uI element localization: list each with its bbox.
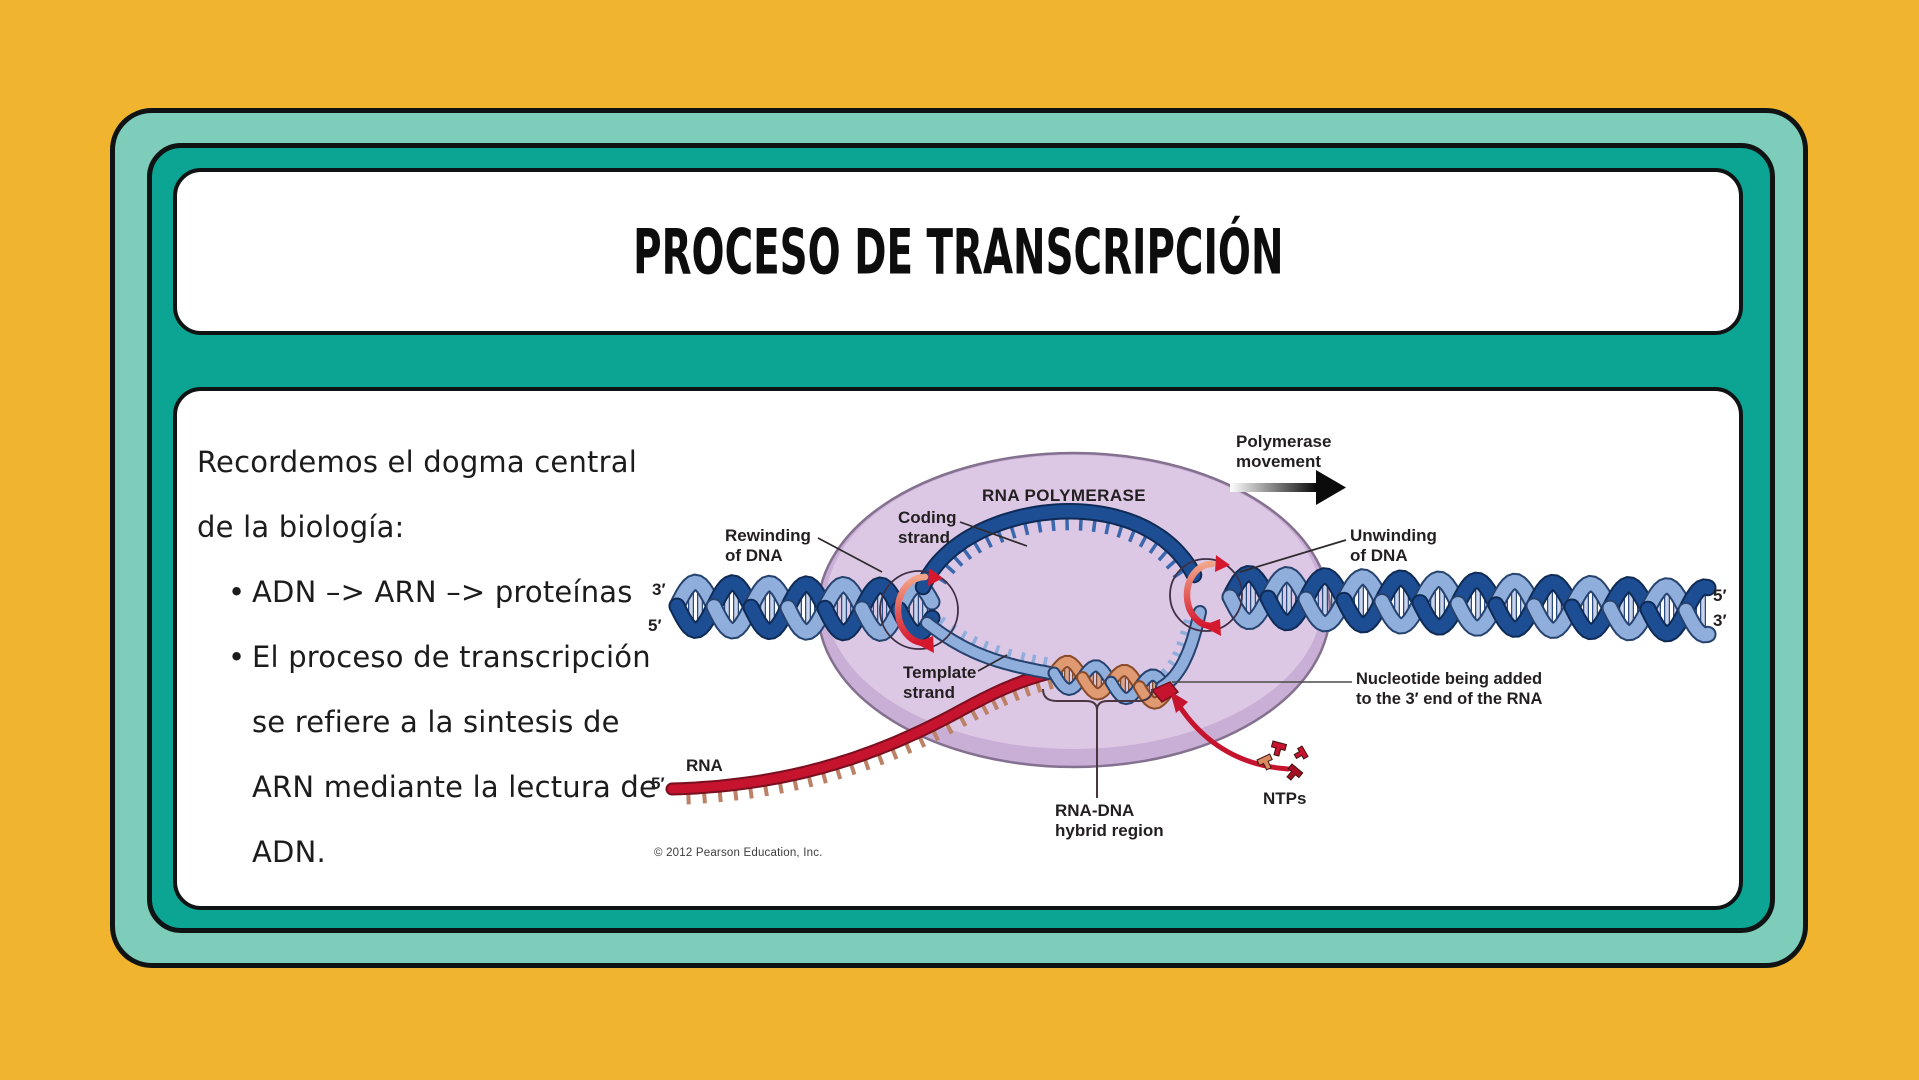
rewinding-circle <box>879 570 959 650</box>
polymerase-ellipse <box>816 451 1332 769</box>
ntp-arrow <box>1170 691 1291 772</box>
label-rewinding: Rewinding of DNA <box>725 526 811 565</box>
polymerase-movement-arrow <box>1230 470 1346 505</box>
title-card: PROCESO DE TRANSCRIPCIÓN <box>173 168 1743 335</box>
bullet-item: •El proceso de transcripción <box>197 625 657 690</box>
template-pointer-line <box>977 654 1008 672</box>
label-polymerase-movement: Polymerase movement <box>1236 432 1332 471</box>
label-template-strand: Template strand <box>903 663 977 702</box>
label-dna-5-right: 5′ <box>1713 586 1727 605</box>
bullet-text: El proceso de transcripción <box>252 640 651 674</box>
bullet-text-continued: ARN mediante la lectura de <box>252 770 658 804</box>
rotation-arrow-left <box>894 568 943 653</box>
intro-line: Recordemos el dogma central <box>197 445 637 479</box>
rotation-arrow-right <box>1183 555 1230 636</box>
label-ntps: NTPs <box>1263 789 1307 808</box>
label-nucleotide-added: Nucleotide being added to the 3′ end of … <box>1356 670 1543 708</box>
page-title: PROCESO DE TRANSCRIPCIÓN <box>632 214 1284 289</box>
new-nucleotide-tip <box>1150 681 1180 703</box>
bullet-text-continued: ADN. <box>252 835 326 869</box>
label-dna-3-right: 3′ <box>1713 611 1727 630</box>
coding-pointer-line <box>959 521 1028 547</box>
label-hybrid-region: RNA-DNA hybrid region <box>1055 801 1164 840</box>
label-dna-5-left: 5′ <box>648 616 662 635</box>
transcription-diagram: Polymerase movement RNA POLYMERASE Codin… <box>530 340 1790 900</box>
unwinding-pointer-line <box>1239 539 1347 573</box>
label-rna-polymerase: RNA POLYMERASE <box>982 486 1146 505</box>
bullet-text-continued: se refiere a la sintesis de <box>252 705 620 739</box>
intro-line: de la biología: <box>197 510 405 544</box>
transcription-diagram-art <box>665 451 1717 805</box>
rewinding-pointer-line <box>817 537 883 573</box>
label-rna: RNA <box>686 756 723 775</box>
label-copyright: © 2012 Pearson Education, Inc. <box>654 847 823 859</box>
body-text-block: Recordemos el dogma central de la biolog… <box>197 430 657 885</box>
ntp-molecules <box>1256 740 1309 781</box>
label-dna-3-left: 3′ <box>652 580 666 599</box>
bullet-text: ADN –> ARN –> proteínas <box>252 575 633 609</box>
bullet-marker: • <box>228 575 246 609</box>
bullet-marker: • <box>228 640 246 674</box>
unwinding-circle <box>1169 558 1243 632</box>
label-unwinding: Unwinding of DNA <box>1350 526 1437 565</box>
label-rna-5: 5′ <box>651 774 665 793</box>
label-coding-strand: Coding strand <box>898 508 957 547</box>
bullet-item: •ADN –> ARN –> proteínas <box>197 560 657 625</box>
